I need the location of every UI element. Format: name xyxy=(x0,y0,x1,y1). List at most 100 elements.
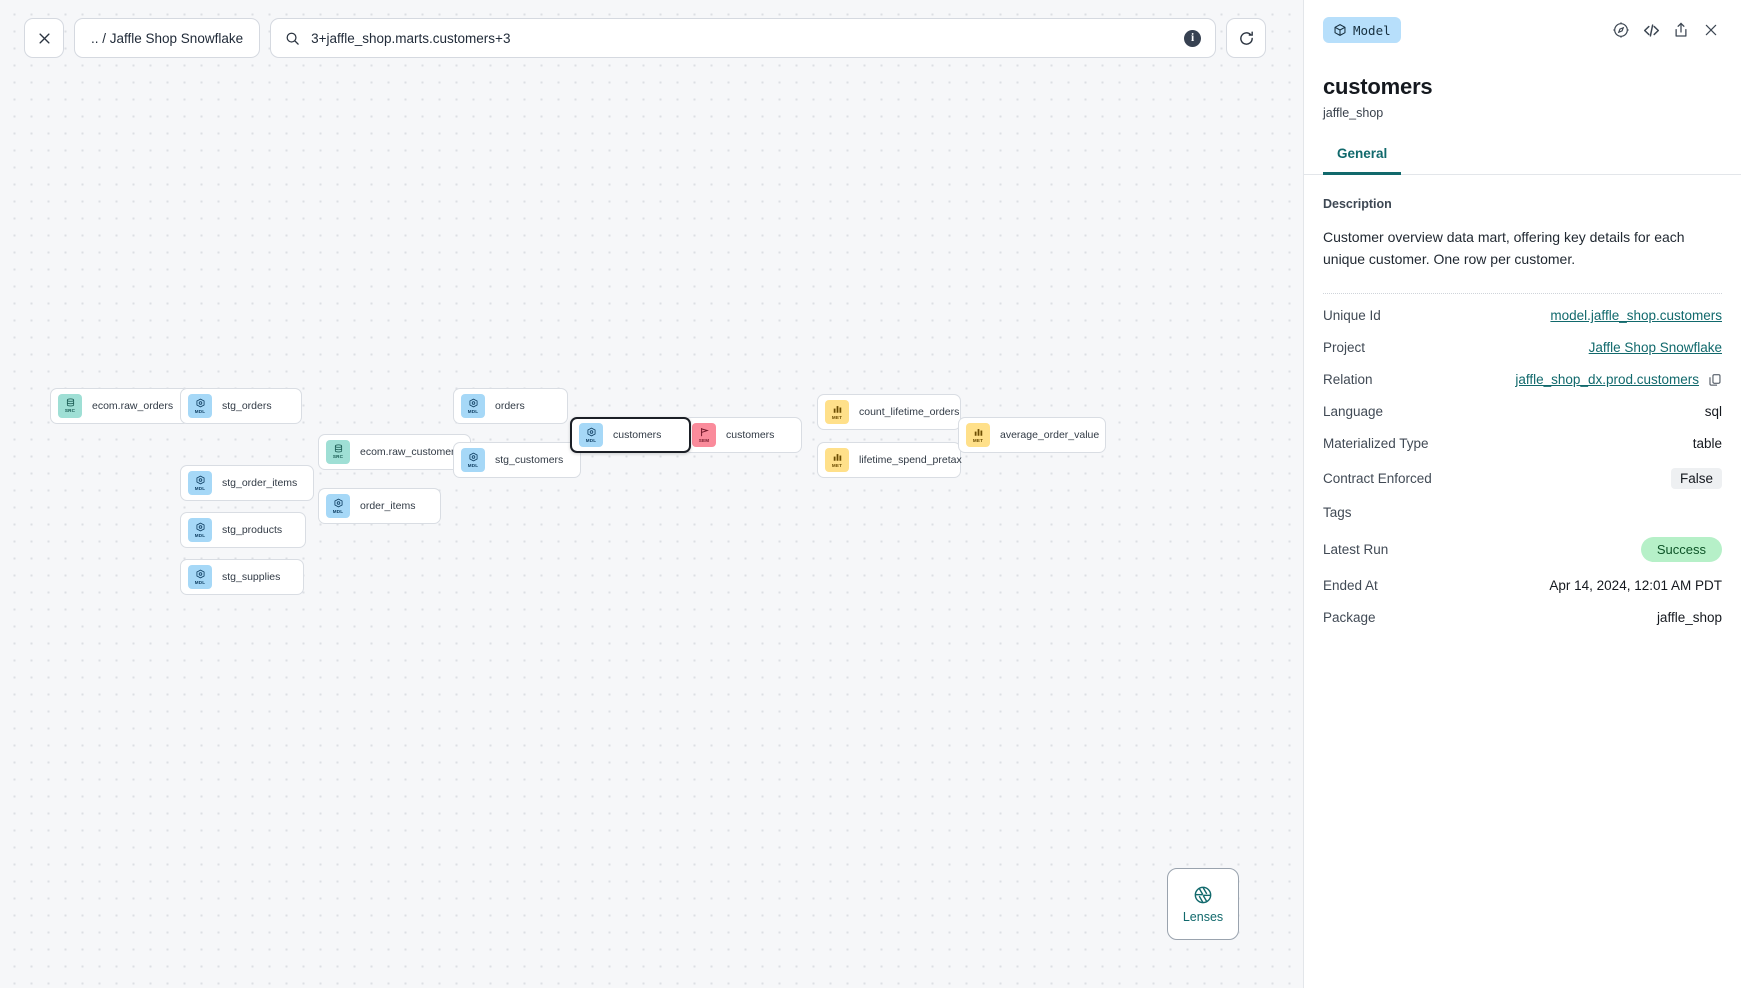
node-kind-badge[interactable]: Model xyxy=(1323,17,1401,43)
graph-node-label: customers xyxy=(613,429,662,441)
property-value-wrap: sql xyxy=(1705,404,1722,419)
graph-node-label: stg_order_items xyxy=(222,477,298,489)
property-value-wrap: Success xyxy=(1640,536,1722,562)
property-value: sql xyxy=(1704,404,1722,420)
graph-node-count_lifetime_orders[interactable]: MET count_lifetime_orders xyxy=(817,394,961,430)
property-key: Contract Enforced xyxy=(1323,470,1432,486)
graph-node-label: average_order_value xyxy=(1000,429,1100,441)
lenses-button[interactable]: Lenses xyxy=(1167,868,1239,940)
met-type-icon: MET xyxy=(825,448,849,472)
detail-panel: Model xyxy=(1303,0,1741,988)
panel-header: customers jaffle_shop xyxy=(1304,60,1741,120)
property-value-wrap: model.jaffle_shop.customers xyxy=(1550,308,1722,323)
copy-icon[interactable] xyxy=(1708,373,1722,387)
description-text: Customer overview data mart, offering ke… xyxy=(1323,229,1685,268)
graph-node-label: customers xyxy=(726,429,775,441)
property-row: Language sql xyxy=(1323,396,1722,428)
graph-node-label: ecom.raw_customers xyxy=(360,446,460,458)
panel-toolbar: Model xyxy=(1304,0,1741,60)
property-row: Materialized Type table xyxy=(1323,428,1722,460)
property-value-link[interactable]: Jaffle Shop Snowflake xyxy=(1588,340,1722,356)
code-icon xyxy=(1643,23,1659,37)
mdl-type-icon: MDL xyxy=(188,565,212,589)
share-icon xyxy=(1675,22,1687,37)
graph-node-average_order_value[interactable]: MET average_order_value xyxy=(958,417,1106,453)
close-graph-button[interactable] xyxy=(24,18,64,58)
compass-icon xyxy=(1613,22,1629,38)
share-button[interactable] xyxy=(1670,19,1692,41)
close-panel-button[interactable] xyxy=(1700,19,1722,41)
graph-node-label: ecom.raw_orders xyxy=(92,400,174,412)
graph-node-ecom_raw_orders[interactable]: SRC ecom.raw_orders xyxy=(50,388,190,424)
refresh-button[interactable] xyxy=(1226,18,1267,58)
met-type-icon: MET xyxy=(966,423,990,447)
graph-node-label: orders xyxy=(495,400,525,412)
graph-node-orders[interactable]: MDL orders xyxy=(453,388,568,424)
page-subtitle: jaffle_shop xyxy=(1323,106,1384,120)
property-value-wrap: False xyxy=(1670,467,1722,489)
property-value-link[interactable]: jaffle_shop_dx.prod.customers xyxy=(1515,372,1699,388)
mdl-type-icon: MDL xyxy=(188,394,212,418)
property-row: Ended At Apr 14, 2024, 12:01 AM PDT xyxy=(1323,570,1722,602)
property-value: jaffle_shop xyxy=(1656,610,1722,626)
mdl-type-icon: MDL xyxy=(579,423,603,447)
graph-node-order_items[interactable]: MDL order_items xyxy=(318,488,441,524)
cube-icon xyxy=(1334,24,1346,36)
mdl-type-icon: MDL xyxy=(326,494,350,518)
page-title: customers xyxy=(1323,74,1433,99)
status-badge[interactable]: Success xyxy=(1640,536,1722,562)
focus-node-button[interactable] xyxy=(1610,19,1632,41)
graph-node-label: count_lifetime_orders xyxy=(859,406,960,418)
property-row: Latest Run Success xyxy=(1323,529,1722,570)
graph-node-label: order_items xyxy=(360,500,416,512)
tab-general[interactable]: General xyxy=(1323,146,1402,175)
property-value-wrap: Jaffle Shop Snowflake xyxy=(1589,340,1722,355)
met-type-icon: MET xyxy=(825,400,849,424)
panel-body: Description Customer overview data mart,… xyxy=(1304,175,1741,988)
property-value-wrap: jaffle_shop_dx.prod.customers xyxy=(1515,372,1722,387)
property-key: Ended At xyxy=(1323,578,1378,594)
property-key: Package xyxy=(1323,610,1376,626)
src-type-icon: SRC xyxy=(58,394,82,418)
search-query-text: 3+jaffle_shop.marts.customers+3 xyxy=(311,30,511,46)
search-icon xyxy=(286,32,299,45)
property-value-wrap: jaffle_shop xyxy=(1657,610,1722,625)
property-value-chip: False xyxy=(1670,467,1722,489)
graph-node-lifetime_spend_pretax[interactable]: MET lifetime_spend_pretax xyxy=(817,442,962,478)
section-divider xyxy=(1323,292,1722,294)
property-key: Language xyxy=(1323,404,1384,420)
graph-node-label: stg_products xyxy=(222,524,283,536)
aperture-icon xyxy=(1194,886,1212,903)
property-key: Latest Run xyxy=(1323,541,1389,557)
graph-node-label: stg_customers xyxy=(495,454,564,466)
property-value: table xyxy=(1692,436,1722,452)
search-input[interactable]: 3+jaffle_shop.marts.customers+3 i xyxy=(270,18,1217,58)
breadcrumb[interactable]: .. / Jaffle Shop Snowflake xyxy=(74,18,261,58)
mdl-type-icon: MDL xyxy=(461,394,485,418)
sem-type-icon: SEM xyxy=(692,423,716,447)
lineage-canvas[interactable]: .. / Jaffle Shop Snowflake 3+jaffle_shop… xyxy=(0,0,1303,988)
graph-node-customers_semantic[interactable]: SEM customers xyxy=(684,417,802,453)
property-key: Unique Id xyxy=(1323,308,1381,324)
property-row: Tags xyxy=(1323,497,1722,529)
property-row: Contract Enforced False xyxy=(1323,460,1722,497)
graph-node-customers_model[interactable]: MDL customers xyxy=(570,417,691,453)
property-key: Materialized Type xyxy=(1323,436,1429,452)
property-row: Unique Id model.jaffle_shop.customers xyxy=(1323,300,1722,332)
property-value-wrap: Apr 14, 2024, 12:01 AM PDT xyxy=(1549,578,1722,593)
view-code-button[interactable] xyxy=(1640,19,1662,41)
graph-node-label: lifetime_spend_pretax xyxy=(859,454,962,466)
description-label: Description xyxy=(1323,197,1392,211)
close-icon xyxy=(38,32,50,44)
property-value-link[interactable]: model.jaffle_shop.customers xyxy=(1550,308,1722,324)
info-icon[interactable]: i xyxy=(1184,29,1202,47)
